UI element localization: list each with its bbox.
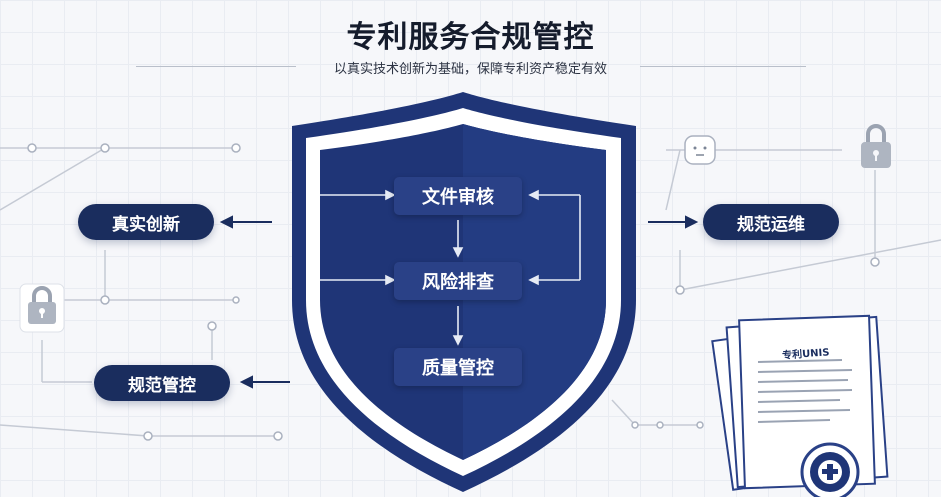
page-subtitle: 以真实技术创新为基础，保障专利资产稳定有效 (333, 62, 607, 77)
label-standard-operations: 规范运维 (703, 204, 839, 240)
document-icon (711, 314, 889, 491)
label-real-innovation: 真实创新 (78, 204, 214, 240)
title-rule-left (136, 66, 296, 67)
page-title: 专利服务合规管控 (346, 20, 595, 55)
lock-icon (861, 124, 891, 168)
step-quality-control: 质量管控 (394, 348, 522, 386)
face-icon (684, 135, 716, 165)
step-file-review: 文件审核 (394, 177, 522, 215)
lock-icon (19, 283, 65, 333)
step-risk-check: 风险排查 (394, 262, 522, 300)
title-rule-right (640, 66, 806, 67)
label-compliance-control: 规范管控 (94, 365, 230, 401)
seal-icon (800, 442, 860, 497)
